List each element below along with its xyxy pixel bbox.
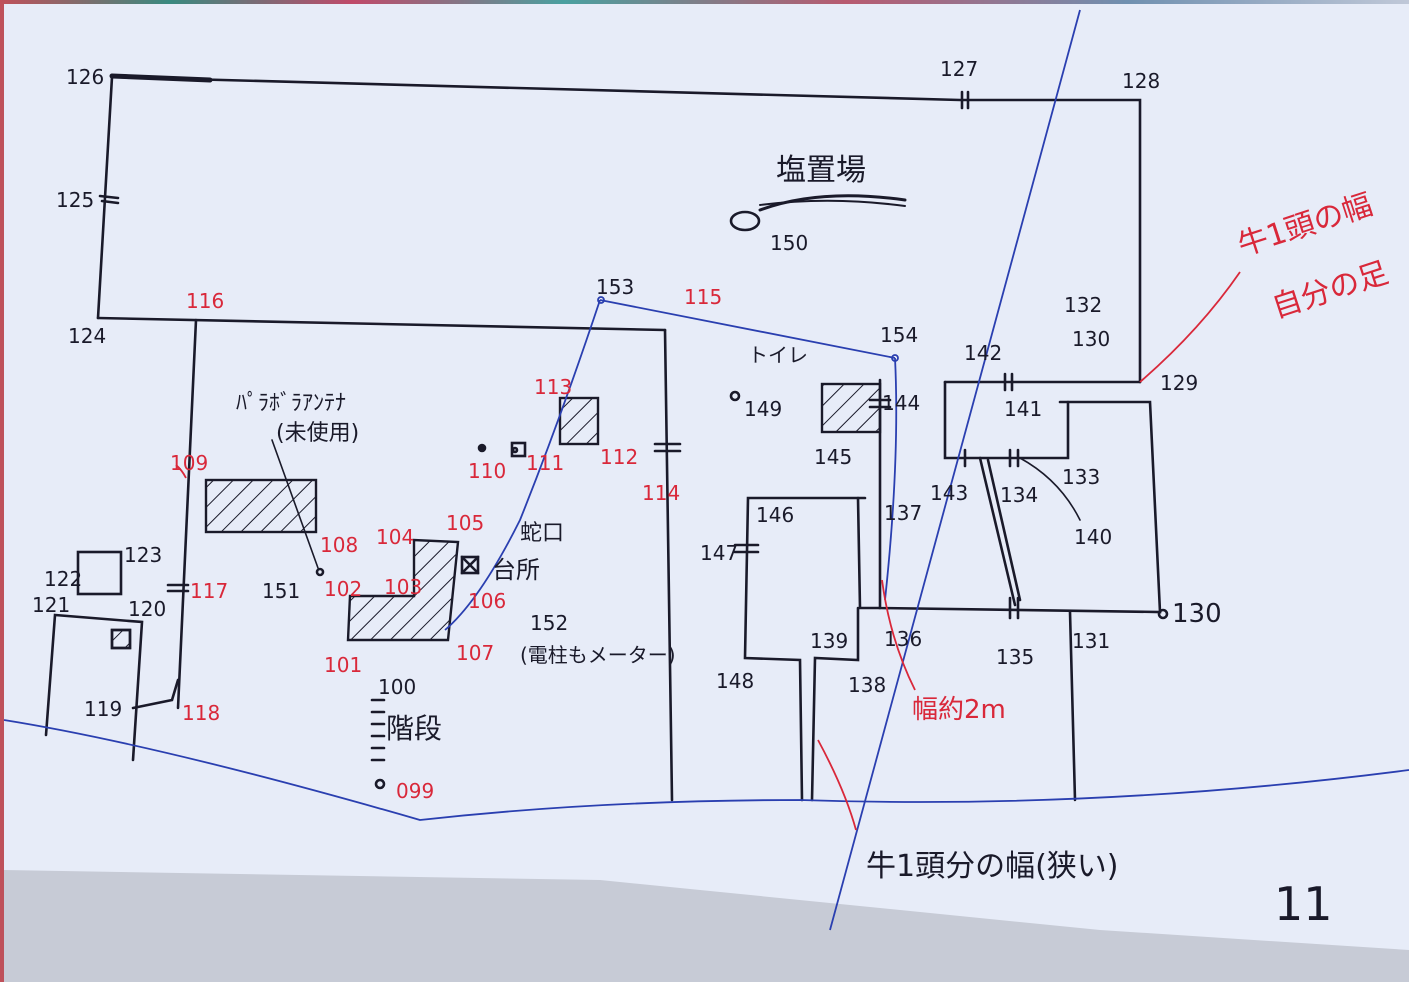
label-faucet: 蛇口 bbox=[520, 521, 564, 546]
label-antenna-unused: (未使用) bbox=[276, 421, 359, 446]
point-105: 105 bbox=[446, 511, 484, 535]
point-129: 129 bbox=[1160, 371, 1198, 395]
block-145 bbox=[820, 382, 882, 434]
point-146: 146 bbox=[756, 503, 794, 527]
label-width-2m: 幅約2m bbox=[912, 695, 1006, 725]
point-106: 106 bbox=[468, 589, 506, 613]
point-153: 153 bbox=[596, 275, 634, 299]
point-138: 138 bbox=[848, 673, 886, 697]
point-111: 111 bbox=[526, 451, 564, 475]
point-117: 117 bbox=[190, 579, 228, 603]
point-142: 142 bbox=[964, 341, 1002, 365]
page-number: 11 bbox=[1274, 877, 1333, 931]
point-101: 101 bbox=[324, 653, 362, 677]
point-143: 143 bbox=[930, 481, 968, 505]
point-116: 116 bbox=[186, 289, 224, 313]
point-121: 121 bbox=[32, 593, 70, 617]
point-112: 112 bbox=[600, 445, 638, 469]
point-120: 120 bbox=[128, 597, 166, 621]
point-154: 154 bbox=[880, 323, 918, 347]
point-102: 102 bbox=[324, 577, 362, 601]
point-130-b: 130 bbox=[1072, 327, 1110, 351]
point-132: 132 bbox=[1064, 293, 1102, 317]
point-110: 110 bbox=[468, 459, 506, 483]
shed-square bbox=[110, 628, 132, 650]
point-136: 136 bbox=[884, 627, 922, 651]
point-125: 125 bbox=[56, 188, 94, 212]
point-107: 107 bbox=[456, 641, 494, 665]
hatched-blocks bbox=[110, 382, 882, 650]
point-133: 133 bbox=[1062, 465, 1100, 489]
label-kitchen: 台所 bbox=[492, 556, 540, 584]
black-labels: 126 125 124 127 128 129 130 131 132 130 … bbox=[32, 57, 1333, 931]
point-113: 113 bbox=[534, 375, 572, 399]
red-lines bbox=[175, 271, 1241, 831]
point-148: 148 bbox=[716, 669, 754, 693]
point-123: 123 bbox=[124, 543, 162, 567]
point-104: 104 bbox=[376, 525, 414, 549]
paper-sheet bbox=[4, 4, 1409, 982]
point-109: 109 bbox=[170, 451, 208, 475]
black-lines bbox=[44, 73, 1169, 802]
point-145: 145 bbox=[814, 445, 852, 469]
point-100: 100 bbox=[378, 675, 416, 699]
point-099: 099 bbox=[396, 779, 434, 803]
point-130: 130 bbox=[1172, 599, 1222, 629]
point-115: 115 bbox=[684, 285, 722, 309]
point-139: 139 bbox=[810, 629, 848, 653]
point-149: 149 bbox=[744, 397, 782, 421]
point-122: 122 bbox=[44, 567, 82, 591]
point-119: 119 bbox=[84, 697, 122, 721]
point-152: 152 bbox=[530, 611, 568, 635]
point-108: 108 bbox=[320, 533, 358, 557]
point-140: 140 bbox=[1074, 525, 1112, 549]
point-137: 137 bbox=[884, 501, 922, 525]
point-127: 127 bbox=[940, 57, 978, 81]
point-147: 147 bbox=[700, 541, 738, 565]
paper-shadow bbox=[4, 870, 1409, 982]
point-144: 144 bbox=[882, 391, 920, 415]
point-151: 151 bbox=[262, 579, 300, 603]
label-stairs: 階段 bbox=[386, 712, 442, 745]
blue-lines bbox=[3, 9, 1409, 931]
point-135: 135 bbox=[996, 645, 1034, 669]
label-salt-field: 塩置場 bbox=[776, 153, 866, 188]
label-pole-note: (電柱もメーター) bbox=[520, 643, 676, 667]
point-150: 150 bbox=[770, 231, 808, 255]
point-103: 103 bbox=[384, 575, 422, 599]
point-126: 126 bbox=[66, 65, 104, 89]
point-141: 141 bbox=[1004, 397, 1042, 421]
point-131: 131 bbox=[1072, 629, 1110, 653]
point-124: 124 bbox=[68, 324, 106, 348]
building-102-107 bbox=[346, 538, 460, 642]
antenna-block bbox=[204, 478, 318, 534]
point-128: 128 bbox=[1122, 69, 1160, 93]
label-toilet: トイレ bbox=[748, 343, 808, 367]
point-118: 118 bbox=[182, 701, 220, 725]
point-114: 114 bbox=[642, 481, 680, 505]
label-antenna: ﾊﾟﾗﾎﾞﾗｱﾝﾃﾅ bbox=[236, 391, 346, 416]
point-134: 134 bbox=[1000, 483, 1038, 507]
block-113 bbox=[558, 396, 600, 446]
label-cow-narrow: 牛1頭分の幅(狭い) bbox=[866, 849, 1119, 884]
